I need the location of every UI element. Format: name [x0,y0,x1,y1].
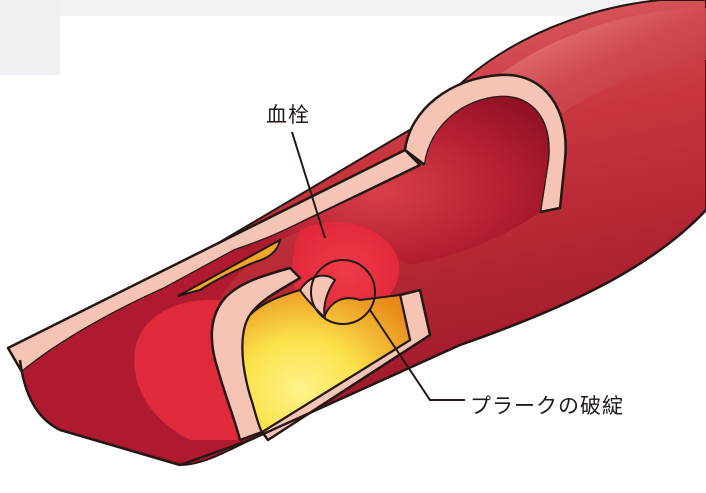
left-fade-panel [0,0,60,75]
thrombus-label: 血栓 [266,99,310,129]
plaque-rupture-label: プラークの破綻 [470,390,624,420]
